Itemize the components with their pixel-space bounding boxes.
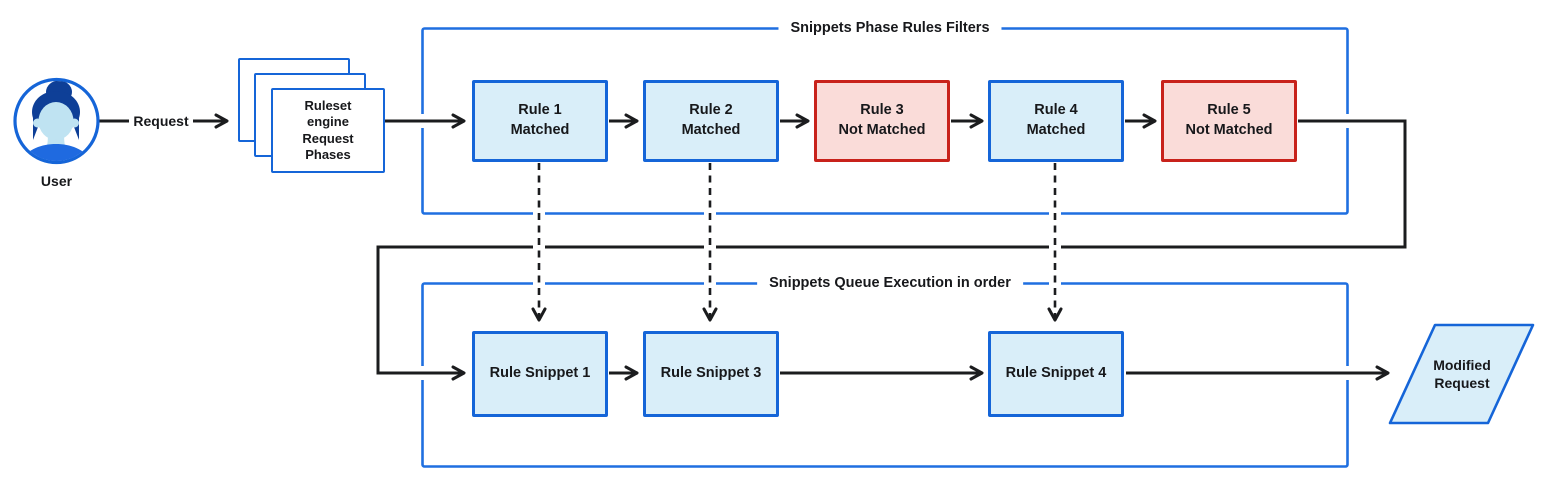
snippet-box-3: Rule Snippet 3 xyxy=(643,331,779,417)
dashed-connectors xyxy=(531,163,1063,328)
snippet-label: Rule Snippet 4 xyxy=(1005,365,1107,382)
rule-box-3: Rule 3 Not Matched xyxy=(814,80,950,162)
user-avatar xyxy=(13,77,100,165)
queue-title: Snippets Queue Execution in order xyxy=(757,275,1023,292)
snippet-label: Rule Snippet 3 xyxy=(660,365,762,382)
rule-status: Matched xyxy=(510,122,570,138)
snippet-box-1: Rule Snippet 1 xyxy=(472,331,608,417)
rule-box-2: Rule 2 Matched xyxy=(643,80,779,162)
user-label: User xyxy=(40,173,73,189)
black-connectors xyxy=(98,113,1407,381)
modified-request-label: Modified Request xyxy=(1433,357,1491,392)
rule-name: Rule 5 xyxy=(1207,102,1251,119)
rule-box-1: Rule 1 Matched xyxy=(472,80,608,162)
rule-box-4: Rule 4 Matched xyxy=(988,80,1124,162)
request-label: Request xyxy=(133,113,189,129)
rule-status: Not Matched xyxy=(1185,122,1273,138)
rule-box-5: Rule 5 Not Matched xyxy=(1161,80,1297,162)
rule-name: Rule 2 xyxy=(689,102,733,119)
rule-status: Matched xyxy=(681,122,741,138)
phase-rules-title: Snippets Phase Rules Filters xyxy=(778,20,1002,37)
modified-request-shape xyxy=(1388,323,1535,425)
ruleset-stack: Ruleset engine Request Phases xyxy=(271,88,385,173)
rule-name: Rule 4 xyxy=(1034,102,1078,119)
rule-status: Matched xyxy=(1026,122,1086,138)
rule-name: Rule 1 xyxy=(518,102,562,119)
rule-name: Rule 3 xyxy=(860,102,904,119)
snippet-box-4: Rule Snippet 4 xyxy=(988,331,1124,417)
rule-status: Not Matched xyxy=(838,122,926,138)
snippet-label: Rule Snippet 1 xyxy=(489,365,591,382)
